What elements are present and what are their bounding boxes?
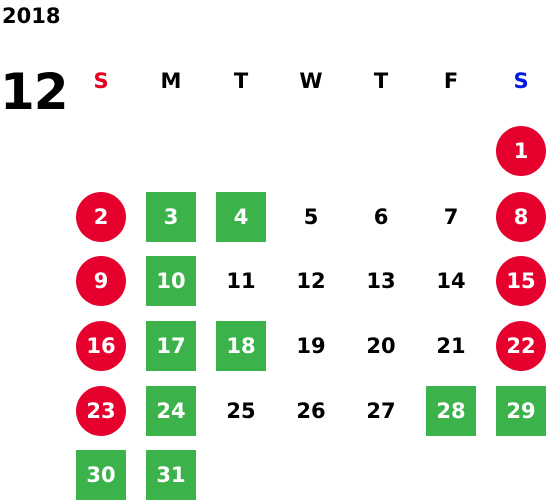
day-cell-6[interactable]: 6 bbox=[373, 205, 389, 229]
day-cell-11[interactable]: 11 bbox=[226, 269, 256, 293]
day-cell-31[interactable]: 31 bbox=[146, 450, 196, 500]
weekday-header-thursday: T bbox=[373, 69, 389, 93]
day-cell-20[interactable]: 20 bbox=[366, 334, 396, 358]
day-cell-24[interactable]: 24 bbox=[146, 386, 196, 436]
day-cell-14[interactable]: 14 bbox=[436, 269, 466, 293]
day-cell-27[interactable]: 27 bbox=[366, 399, 396, 423]
weekday-header-saturday: S bbox=[513, 69, 529, 93]
month-number: 12 bbox=[0, 63, 69, 121]
day-cell-15[interactable]: 15 bbox=[496, 256, 546, 306]
day-cell-7[interactable]: 7 bbox=[443, 205, 459, 229]
weekday-header-tuesday: T bbox=[233, 69, 249, 93]
day-cell-22[interactable]: 22 bbox=[496, 321, 546, 371]
day-cell-28[interactable]: 28 bbox=[426, 386, 476, 436]
day-cell-26[interactable]: 26 bbox=[296, 399, 326, 423]
day-cell-4[interactable]: 4 bbox=[216, 192, 266, 242]
day-cell-19[interactable]: 19 bbox=[296, 334, 326, 358]
weekday-header-monday: M bbox=[160, 69, 182, 93]
weekday-header-wednesday: W bbox=[299, 69, 323, 93]
day-cell-3[interactable]: 3 bbox=[146, 192, 196, 242]
day-cell-2[interactable]: 2 bbox=[76, 192, 126, 242]
day-cell-12[interactable]: 12 bbox=[296, 269, 326, 293]
weekday-header-friday: F bbox=[443, 69, 459, 93]
weekday-header-sunday: S bbox=[93, 69, 109, 93]
day-cell-9[interactable]: 9 bbox=[76, 256, 126, 306]
day-cell-10[interactable]: 10 bbox=[146, 256, 196, 306]
day-cell-29[interactable]: 29 bbox=[496, 386, 546, 436]
day-cell-25[interactable]: 25 bbox=[226, 399, 256, 423]
day-cell-30[interactable]: 30 bbox=[76, 450, 126, 500]
day-cell-13[interactable]: 13 bbox=[366, 269, 396, 293]
day-cell-23[interactable]: 23 bbox=[76, 386, 126, 436]
day-cell-17[interactable]: 17 bbox=[146, 321, 196, 371]
day-cell-18[interactable]: 18 bbox=[216, 321, 266, 371]
day-cell-8[interactable]: 8 bbox=[496, 192, 546, 242]
day-cell-5[interactable]: 5 bbox=[303, 205, 319, 229]
day-cell-1[interactable]: 1 bbox=[496, 126, 546, 176]
day-cell-16[interactable]: 16 bbox=[76, 321, 126, 371]
day-cell-21[interactable]: 21 bbox=[436, 334, 466, 358]
year-label: 2018 bbox=[2, 4, 61, 28]
